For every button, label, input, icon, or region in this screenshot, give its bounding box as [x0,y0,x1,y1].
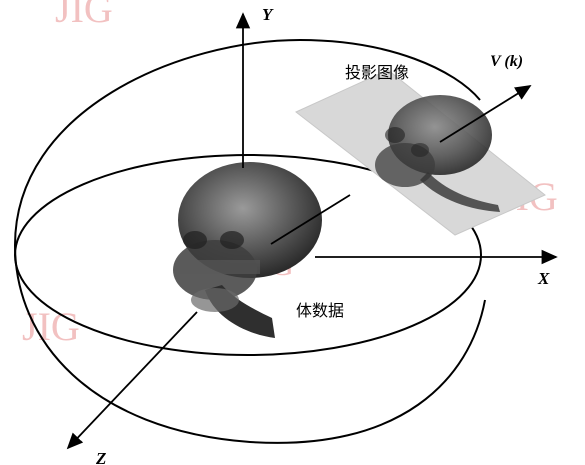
z-axis [68,312,197,448]
z-axis-label: Z [95,449,106,465]
watermark-top: JIG [55,0,113,31]
watermark-left: JIG [22,304,80,349]
projection-plane-label: 投影图像 [345,63,409,82]
volume-label: 体数据 [296,301,344,320]
view-vector-label: V (k) [490,53,523,70]
x-axis-label: X [537,269,550,288]
y-axis-label: Y [262,5,274,24]
